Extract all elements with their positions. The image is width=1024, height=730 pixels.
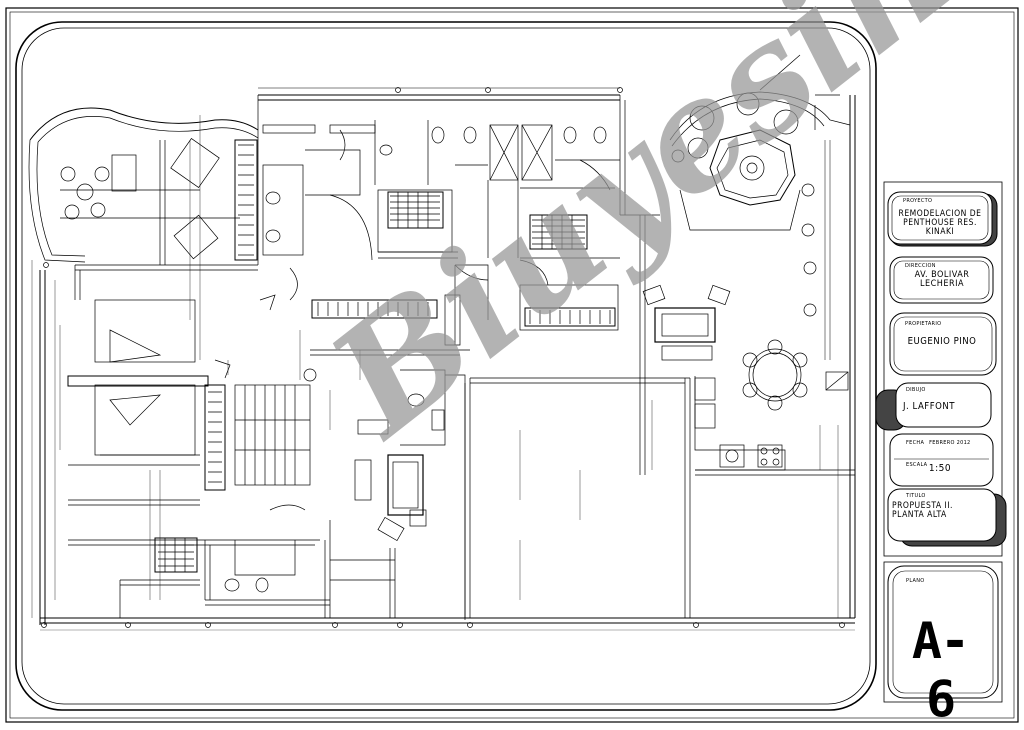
drawing-frame-inner [21,27,871,705]
drawing-frame-outer [15,21,877,711]
propietario-label: PROPIETARIO [905,321,942,327]
titulo-label: TITULO [906,493,926,499]
dibujo-value: J. LAFFONT [903,401,955,412]
sheet-border-outer [5,7,1019,723]
sheet-border-inner [9,11,1015,719]
fecha-label-text: FECHA [906,440,925,446]
direccion-label: DIRECCION [905,263,936,269]
titulo-value: PROPUESTA II. PLANTA ALTA [892,501,953,520]
floor-plan [28,54,856,631]
plano-number: A-6 [911,612,970,728]
escala-value: 1:50 [928,463,952,474]
fecha-value: FEBRERO 2012 [929,440,971,446]
proyecto-value: REMODELACION DE PENTHOUSE RES. KINAKI [898,209,982,237]
escala-label: ESCALA [906,462,928,468]
proyecto-label: PROYECTO [903,198,933,204]
dibujo-label: DIBUJO [906,387,926,393]
direccion-value: AV. BOLIVAR LECHERIA [914,270,970,290]
propietario-value: EUGENIO PINO [907,336,977,347]
fecha-label: FECHA FEBRERO 2012 [906,440,971,446]
plano-label: PLANO [906,578,925,584]
